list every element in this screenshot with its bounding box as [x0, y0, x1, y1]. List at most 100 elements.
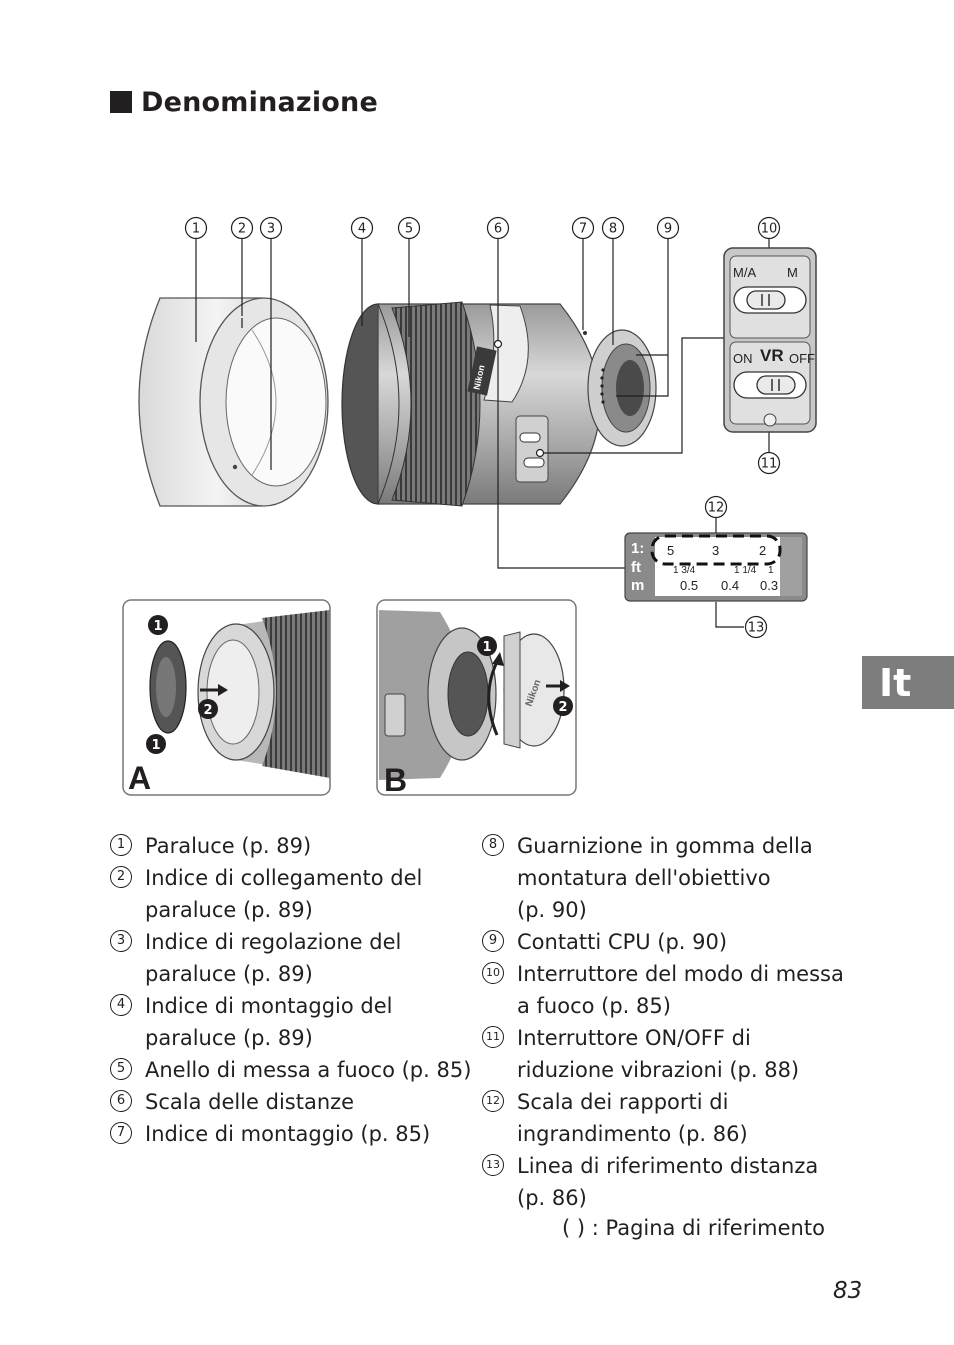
language-tab-label: It — [879, 660, 912, 705]
page-number: 83 — [833, 1278, 863, 1304]
lens-diagram: Nikon 1 2 3 4 5 6 7 8 9 10 11 12 13 — [122, 216, 817, 798]
legend-number-9: 9 — [482, 930, 504, 952]
svg-text:1: 1 — [192, 222, 200, 237]
lens-body: Nikon — [341, 301, 657, 507]
legend-text-line: Indice di collegamento del — [145, 866, 423, 890]
inset-a-label: A — [128, 760, 151, 796]
ratio-value-3: 3 — [712, 543, 719, 558]
leader-lines — [195, 239, 770, 628]
ratio-value-2: 2 — [759, 543, 766, 558]
legend-text-line: paraluce (p. 89) — [145, 962, 313, 986]
af-switch-label-ma: M/A — [733, 265, 756, 280]
legend-item-1: 1 Paraluce (p. 89) — [110, 830, 480, 862]
section-title: Denominazione — [141, 86, 378, 118]
legend-text-line: Indice di regolazione del — [145, 930, 402, 954]
legend-text-line: Indice di montaggio (p. 85) — [145, 1122, 431, 1146]
legend-item-3: 3 Indice di regolazione del paraluce (p. 8… — [110, 926, 480, 990]
legend-text-line: Interruttore del modo di messa — [517, 962, 844, 986]
legend-text-line: a fuoco (p. 85) — [517, 994, 671, 1018]
switch-panel: M/A M ON VR OFF — [723, 247, 817, 433]
scale-row-ft-label: ft — [631, 559, 641, 576]
section-heading: Denominazione — [110, 84, 378, 120]
callout-3: 3 — [259, 216, 283, 240]
legend-number-2: 2 — [110, 866, 132, 888]
callout-12: 12 — [704, 495, 728, 519]
inset-b-rear-cap: Nikon 1 2 B — [376, 599, 577, 798]
legend-item-12: 12 Scala dei rapporti di ingrandimento (p.… — [482, 1086, 862, 1150]
callout-6: 6 — [486, 216, 510, 240]
legend-number-8: 8 — [482, 834, 504, 856]
ft-value-3: 1 — [768, 565, 774, 576]
legend-number-3: 3 — [110, 930, 132, 952]
scale-row-ratio-label: 1: — [631, 540, 644, 557]
vr-switch-label-off: OFF — [789, 351, 815, 366]
legend-text-line: Contatti CPU (p. 90) — [517, 930, 728, 954]
legend-text-line: Anello di messa a fuoco (p. 85) — [145, 1058, 472, 1082]
callout-markers: 1 2 3 4 5 6 7 8 9 10 11 12 13 — [184, 216, 781, 639]
legend-text-line: (p. 86) — [517, 1186, 587, 1210]
language-tab: It — [862, 656, 954, 709]
svg-text:10: 10 — [761, 222, 778, 237]
svg-text:5: 5 — [405, 222, 413, 237]
legend-text-line: montatura dell'obiettivo — [517, 866, 771, 890]
callout-11: 11 — [757, 451, 781, 475]
svg-text:12: 12 — [708, 501, 725, 516]
lens-hood — [138, 297, 329, 507]
svg-text:11: 11 — [761, 457, 778, 472]
callout-7: 7 — [571, 216, 595, 240]
svg-text:7: 7 — [579, 222, 587, 237]
legend-text-line: paraluce (p. 89) — [145, 898, 313, 922]
legend-item-10: 10 Interruttore del modo di messa a fuoco … — [482, 958, 862, 1022]
svg-text:6: 6 — [494, 222, 502, 237]
inset-b-step-1: 1 — [482, 640, 491, 655]
legend-text-line: (p. 90) — [517, 898, 587, 922]
svg-text:13: 13 — [748, 621, 765, 636]
legend-item-5: 5 Anello di messa a fuoco (p. 85) — [110, 1054, 480, 1086]
callout-1: 1 — [184, 216, 208, 240]
legend-number-10: 10 — [482, 962, 504, 984]
ft-value-1: 1 3/4 — [673, 565, 696, 576]
legend-text-line: Paraluce (p. 89) — [145, 834, 312, 858]
m-value-2: 0.4 — [721, 578, 739, 593]
legend-number-12: 12 — [482, 1090, 504, 1112]
legend-number-6: 6 — [110, 1090, 132, 1112]
reference-page-note: ( ) : Pagina di riferimento — [562, 1216, 825, 1240]
scale-row-m-label: m — [631, 577, 644, 594]
legend-text-line: Indice di montaggio del — [145, 994, 393, 1018]
af-switch-label-m: M — [787, 265, 798, 280]
inset-b-label: B — [384, 762, 407, 798]
legend-number-7: 7 — [110, 1122, 132, 1144]
legend-text-line: ingrandimento (p. 86) — [517, 1122, 748, 1146]
vr-switch-label-vr: VR — [760, 346, 784, 365]
legend-left-column: 1 Paraluce (p. 89) 2 Indice di collegamento… — [110, 830, 480, 1150]
svg-text:3: 3 — [267, 222, 275, 237]
legend-text-line: riduzione vibrazioni (p. 88) — [517, 1058, 800, 1082]
callout-9: 9 — [656, 216, 680, 240]
legend-number-5: 5 — [110, 1058, 132, 1080]
ft-value-2: 1 1/4 — [734, 565, 757, 576]
legend-text-line: Linea di riferimento distanza — [517, 1154, 819, 1178]
legend-number-13: 13 — [482, 1154, 504, 1176]
magnification-scale-panel: 1: ft m 5 3 2 1 3/4 1 1/4 1 0.5 0.4 0.3 — [624, 532, 808, 602]
vr-switch-label-on: ON — [733, 351, 753, 366]
callout-8: 8 — [601, 216, 625, 240]
legend-item-2: 2 Indice di collegamento del paraluce (p. … — [110, 862, 480, 926]
inset-a-step-1-top: 1 — [153, 619, 162, 634]
legend-item-7: 7 Indice di montaggio (p. 85) — [110, 1118, 480, 1150]
callout-4: 4 — [350, 216, 374, 240]
legend-number-1: 1 — [110, 834, 132, 856]
m-value-1: 0.5 — [680, 578, 698, 593]
legend-text-line: Scala dei rapporti di — [517, 1090, 729, 1114]
legend-item-9: 9 Contatti CPU (p. 90) — [482, 926, 862, 958]
legend-text-line: Interruttore ON/OFF di — [517, 1026, 751, 1050]
legend-item-13: 13 Linea di riferimento distanza (p. 86) — [482, 1150, 862, 1214]
svg-text:2: 2 — [238, 222, 246, 237]
inset-a-front-cap: 1 2 1 A — [122, 599, 331, 796]
callout-13: 13 — [744, 615, 768, 639]
svg-text:9: 9 — [664, 222, 672, 237]
callout-5: 5 — [397, 216, 421, 240]
